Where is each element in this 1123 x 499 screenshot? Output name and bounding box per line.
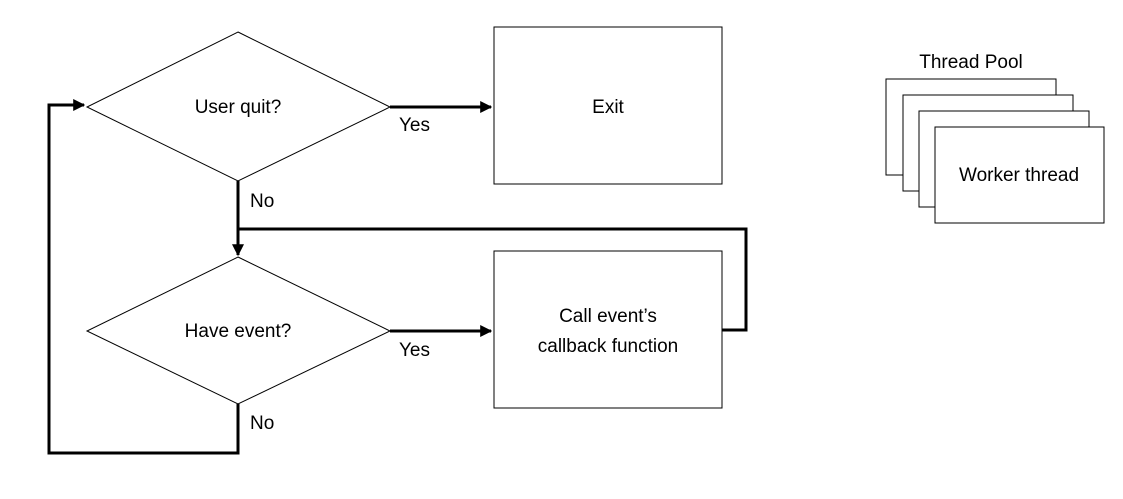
process-exit-shape	[493, 26, 723, 185]
process-callback: Call event’s callback function	[493, 250, 723, 409]
edge-callback-return-arrow	[238, 227, 748, 332]
decision-have-event: Have event?	[85, 256, 392, 405]
decision-user-quit-label: User quit?	[195, 97, 282, 118]
thread-pool: Thread Pool Worker thread Worker thread …	[885, 52, 1105, 224]
edge-label-event-yes: Yes	[399, 340, 430, 361]
process-callback-shape	[493, 250, 723, 409]
edge-event-no-loop-arrow	[47, 99, 240, 455]
decision-user-quit: User quit?	[85, 31, 392, 182]
process-callback-label-line2: callback function	[538, 336, 678, 357]
edge-label-quit-no: No	[250, 191, 274, 212]
worker-thread-card-4: Worker thread	[934, 126, 1105, 224]
worker-thread-label: Worker thread	[959, 165, 1079, 186]
edge-label-quit-yes: Yes	[399, 115, 430, 136]
process-exit: Exit	[493, 26, 723, 185]
thread-pool-title: Thread Pool	[919, 52, 1023, 73]
process-exit-label: Exit	[592, 97, 624, 118]
process-callback-label-line1: Call event’s	[559, 306, 657, 327]
edge-label-event-no: No	[250, 413, 274, 434]
decision-have-event-label: Have event?	[185, 321, 292, 342]
